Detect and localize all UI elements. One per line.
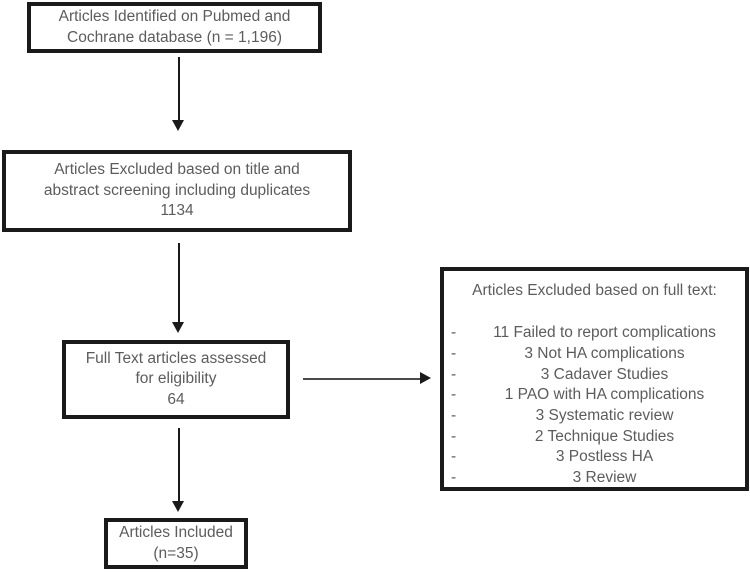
list-item-label: 11 Failed to report complications — [493, 324, 716, 342]
arrow-excluded-screening-to-full-text — [172, 243, 185, 333]
arrow-head-right-icon — [420, 372, 431, 384]
list-item: - 3 Systematic review — [444, 406, 745, 427]
box-articles-included-line-1: Articles Included — [119, 524, 233, 542]
list-item-label: 1 PAO with HA complications — [504, 386, 705, 404]
list-item-label: 3 Not HA complications — [524, 345, 685, 363]
dash-bullet-icon: - — [451, 324, 457, 342]
list-item-label: 3 Systematic review — [535, 406, 674, 424]
box-full-text-assessed-line-1: Full Text articles assessed — [85, 349, 267, 367]
dash-bullet-icon: - — [451, 365, 457, 383]
dash-bullet-icon: - — [451, 427, 457, 445]
box-articles-included-count: (n=35) — [153, 544, 199, 562]
arrow-shaft — [303, 378, 420, 380]
list-item: - 2 Technique Studies — [444, 427, 745, 448]
dash-bullet-icon: - — [451, 345, 457, 363]
box-articles-excluded-screening-line-1: Articles Excluded based on title and — [54, 161, 300, 179]
arrow-shaft — [178, 243, 180, 322]
dash-bullet-icon: - — [451, 448, 457, 466]
box-full-text-assessed: Full Text articles assessed for eligibil… — [62, 340, 290, 419]
dash-bullet-icon: - — [451, 406, 457, 424]
box-full-text-assessed-line-2: for eligibility — [135, 370, 217, 388]
list-item-label: 3 Postless HA — [555, 448, 654, 466]
box-full-text-assessed-count: 64 — [167, 390, 185, 408]
arrow-shaft — [178, 428, 180, 501]
box-articles-included: Articles Included (n=35) — [104, 518, 248, 569]
list-item: - 3 Cadaver Studies — [444, 365, 745, 386]
list-item: - 3 Postless HA — [444, 447, 745, 468]
box-articles-excluded-full-text: Articles Excluded based on full text: - … — [440, 267, 749, 491]
list-item: - 11 Failed to report complications — [444, 323, 745, 344]
dash-bullet-icon: - — [451, 468, 457, 486]
box-articles-excluded-screening-line-2: abstract screening including duplicates — [43, 181, 311, 199]
arrow-full-text-to-excluded-full-text — [303, 372, 431, 385]
arrow-identified-to-excluded-screening — [172, 57, 185, 131]
arrow-head-down-icon — [172, 322, 184, 333]
box-articles-identified-line-1: Articles Identified on Pubmed and — [58, 8, 291, 26]
box-articles-excluded-screening-count: 1134 — [160, 202, 194, 220]
exclusion-reason-list: - 11 Failed to report complications - 3 … — [444, 323, 745, 488]
box-articles-excluded-screening: Articles Excluded based on title and abs… — [2, 150, 352, 232]
box-articles-identified: Articles Identified on Pubmed and Cochra… — [27, 2, 322, 53]
arrow-full-text-to-included — [172, 428, 185, 512]
list-item: - 3 Review — [444, 468, 745, 489]
arrow-head-down-icon — [172, 120, 184, 131]
list-item: - 1 PAO with HA complications — [444, 385, 745, 406]
arrow-shaft — [178, 57, 180, 120]
arrow-head-down-icon — [172, 501, 184, 512]
list-item-label: 3 Cadaver Studies — [540, 365, 669, 383]
list-item-label: 2 Technique Studies — [534, 427, 675, 445]
dash-bullet-icon: - — [451, 386, 457, 404]
list-item-label: 3 Review — [572, 468, 637, 486]
box-articles-identified-line-2: Cochrane database (n = 1,196) — [67, 28, 282, 46]
box-articles-excluded-full-text-heading: Articles Excluded based on full text: — [472, 282, 717, 299]
list-item: - 3 Not HA complications — [444, 344, 745, 365]
